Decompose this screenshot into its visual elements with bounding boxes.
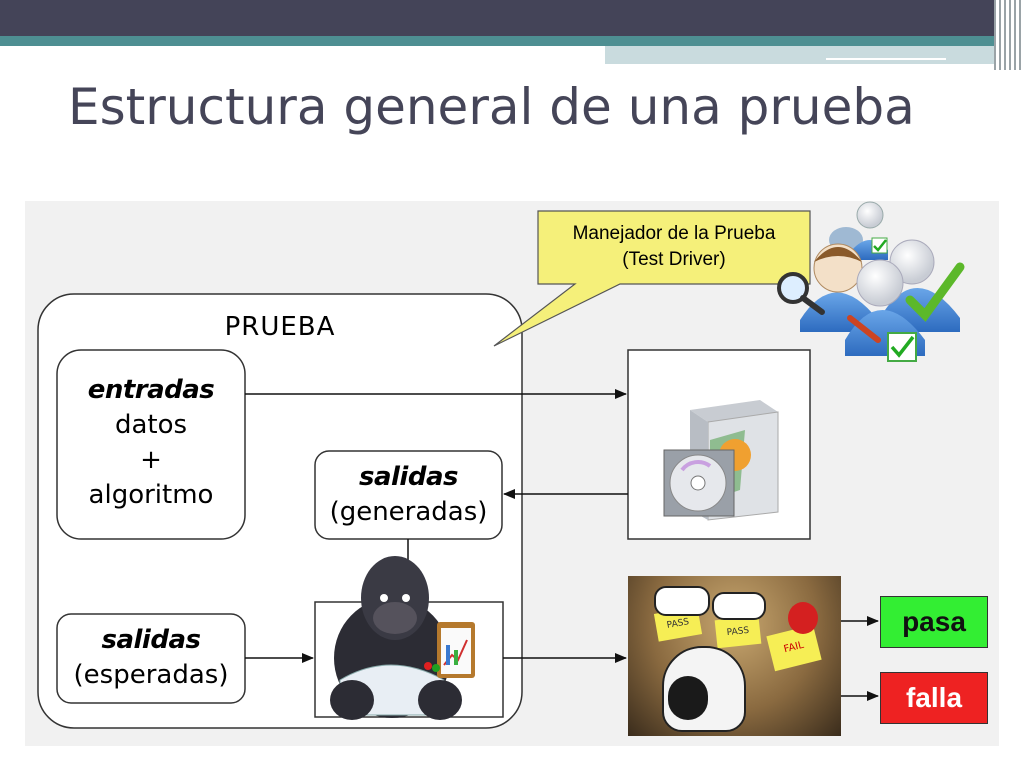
top-bar [0,0,1024,36]
generated-title: salidas [359,462,458,492]
fail-result-box: falla [880,672,988,724]
cow-spot [668,676,708,720]
generated-paren: (generadas) [329,497,488,527]
cows-pass-fail-photo: PASS PASS FAIL [628,576,841,736]
cow-figure-1 [654,586,710,616]
pass-result-box: pasa [880,596,988,648]
prueba-label: PRUEBA [224,312,336,342]
slide-title: Estructura general de una prueba [68,78,915,136]
software-package-icon [663,400,779,521]
top-accent-line [826,58,946,60]
photo-tag-pass-2: PASS [714,615,762,649]
callout-line-2: (Test Driver) [622,249,726,270]
inputs-box [56,349,246,540]
expected-title: salidas [101,625,201,655]
expected-paren: (esperadas) [73,660,229,690]
corner-stripes [994,0,1024,70]
inputs-plus: + [140,445,162,475]
callout-line-1: Manejador de la Prueba [572,223,776,244]
photo-tag-fail: FAIL [766,624,822,672]
inputs-data: datos [114,410,188,440]
top-accent-band [0,36,1024,46]
callout-bubble [493,210,811,347]
test-team-icon [777,201,965,362]
inputs-title: entradas [87,375,215,405]
inputs-algorithm: algoritmo [88,480,214,510]
cow-figure-2 [712,592,766,620]
red-bird-figure [788,602,818,634]
gorilla-tester-mascot [330,556,475,720]
